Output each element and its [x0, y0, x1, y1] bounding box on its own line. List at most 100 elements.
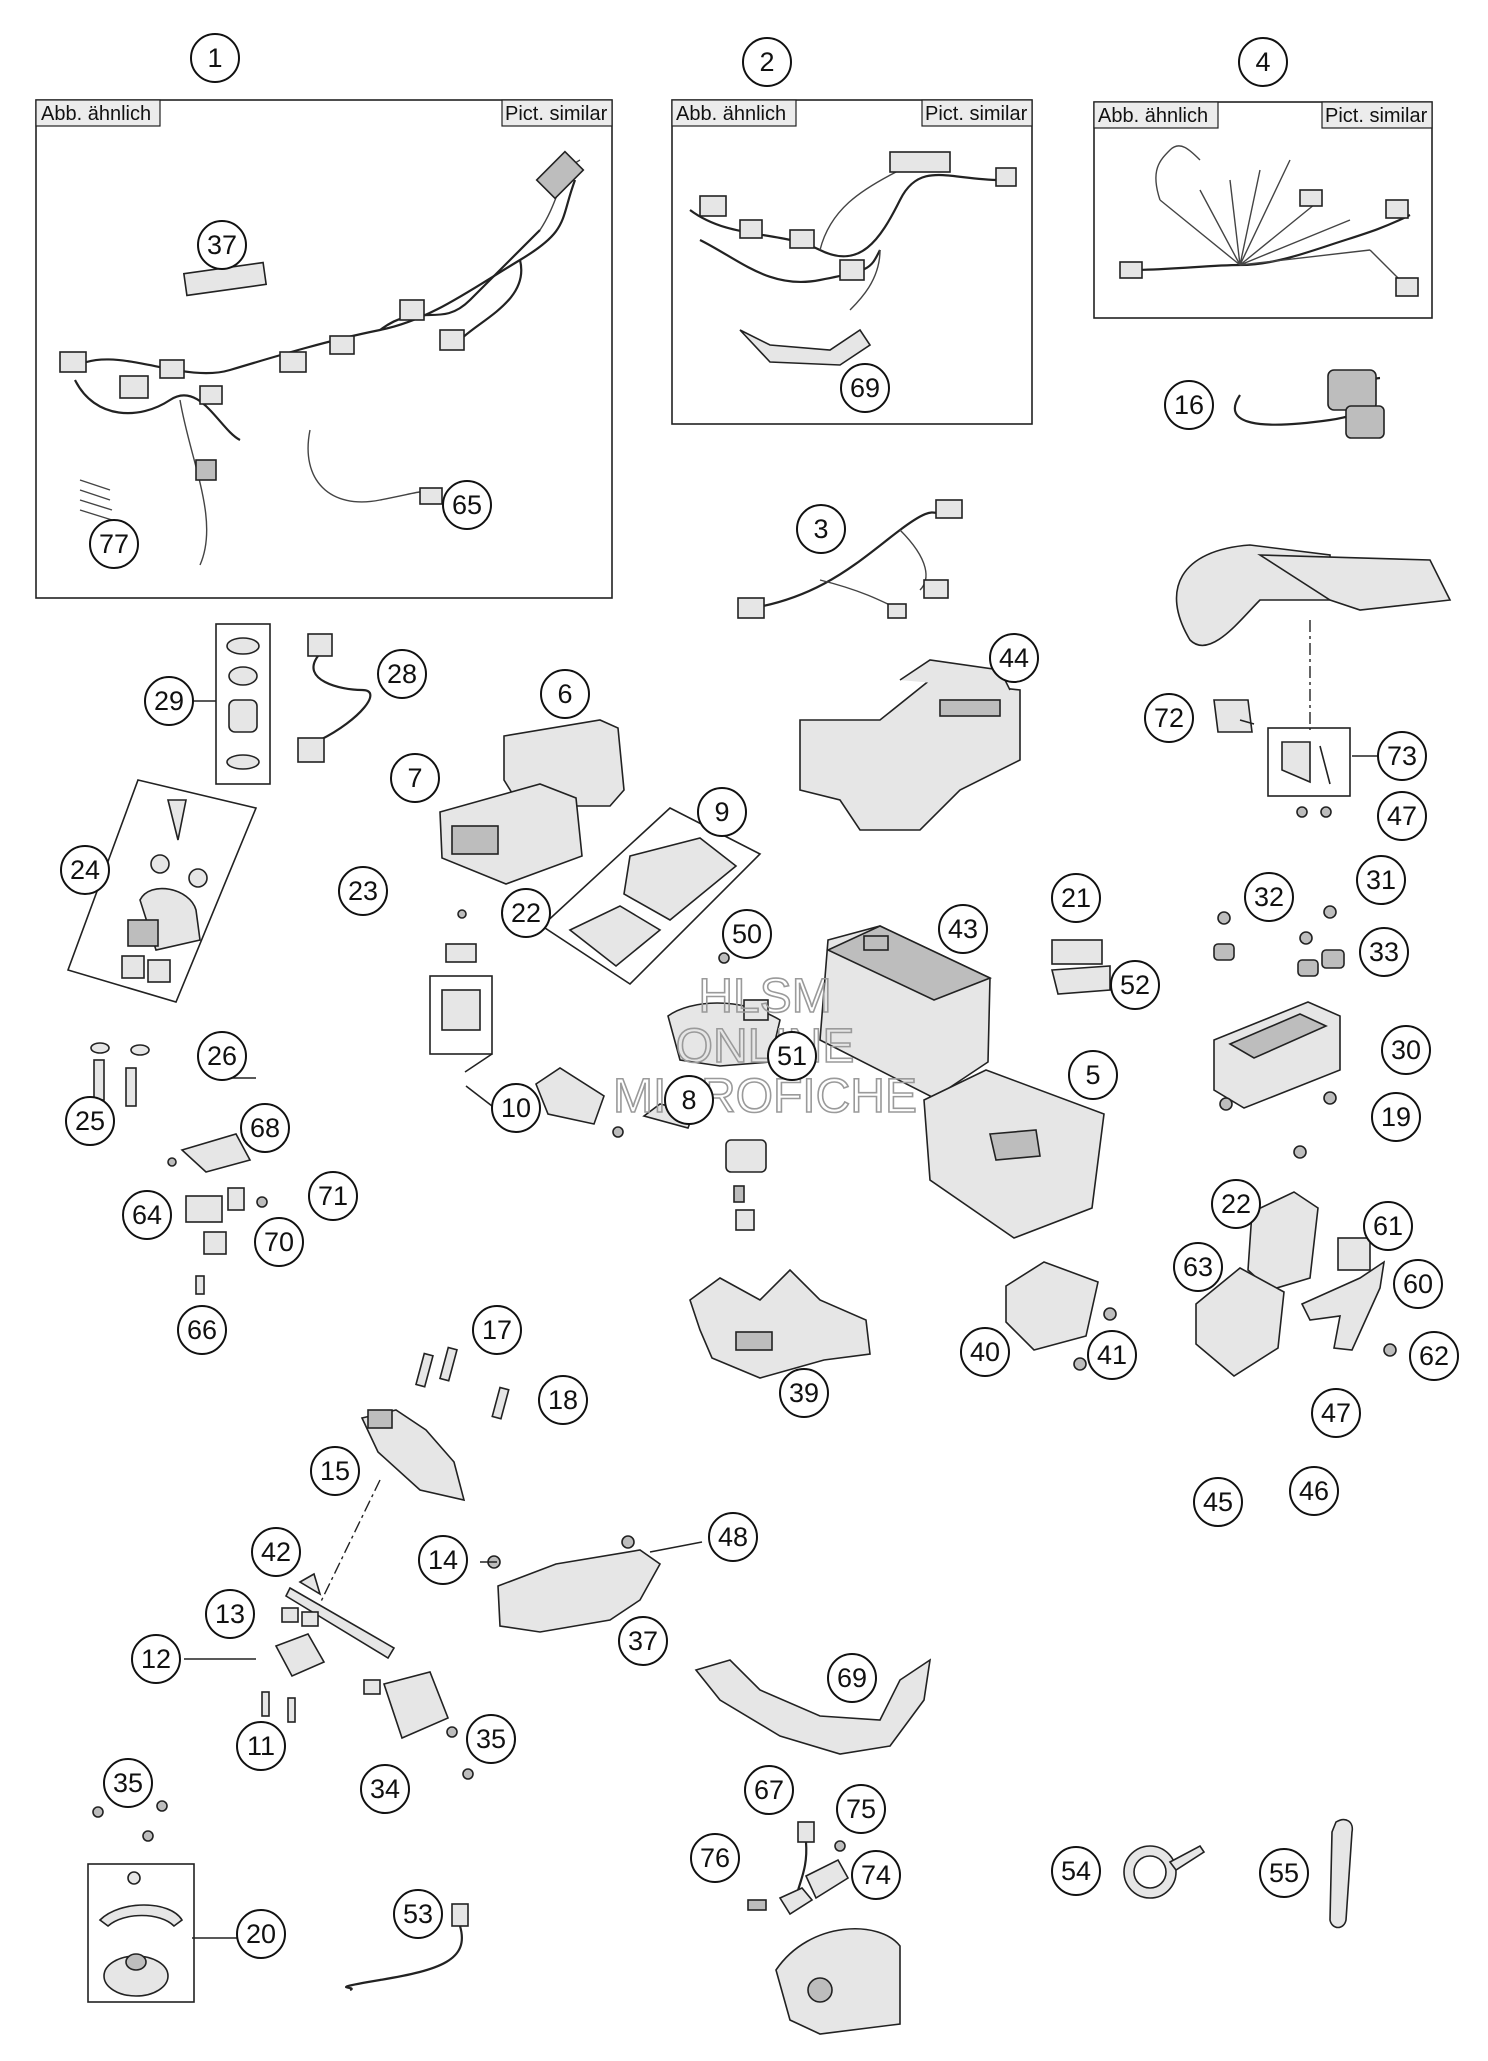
callout-10-label: 10 [501, 1093, 531, 1123]
callout-40: 40 [960, 1327, 1010, 1377]
callout-53-label: 53 [403, 1899, 433, 1929]
callout-60: 60 [1393, 1259, 1443, 1309]
callout-8-label: 8 [681, 1085, 696, 1115]
callout-55-label: 55 [1269, 1858, 1299, 1888]
callout-51-label: 51 [777, 1041, 807, 1071]
callout-64-left: 64 [122, 1190, 172, 1240]
callout-19: 19 [1371, 1092, 1421, 1142]
callout-18: 18 [538, 1375, 588, 1425]
callout-33-label: 33 [1369, 937, 1399, 967]
callout-62: 62 [1409, 1331, 1459, 1381]
panel4-label-de: Abb. ähnlich [1098, 105, 1208, 127]
panel2-label-en: Pict. similar [925, 103, 1028, 125]
part-20-horn [87, 1800, 195, 2003]
part-22-61-63-60-62-ecu-group [1195, 1191, 1397, 1377]
callout-43-label: 43 [948, 914, 978, 944]
panel2-label-de: Abb. ähnlich [676, 103, 786, 125]
callout-28: 28 [377, 649, 427, 699]
part-23-21-10-relay [429, 909, 624, 1138]
part-69-trim [694, 1658, 932, 1755]
callout-69-bottom: 69 [827, 1653, 877, 1703]
part-42-rod [284, 1572, 396, 1660]
part-53-cable [344, 1903, 469, 1992]
part-16-sensor-cable [1233, 369, 1385, 439]
callout-26: 26 [197, 1031, 247, 1081]
leader-lines [184, 700, 1378, 1939]
callout-34: 34 [360, 1764, 410, 1814]
callout-31: 31 [1356, 855, 1406, 905]
callout-67: 67 [744, 1765, 794, 1815]
callout-75: 75 [836, 1784, 886, 1834]
callout-32-label: 32 [1254, 882, 1284, 912]
callout-35-mid-label: 35 [476, 1724, 506, 1754]
panel1-label-en: Pict. similar [505, 103, 608, 125]
callout-70: 70 [254, 1217, 304, 1267]
callout-4-label: 4 [1255, 47, 1270, 77]
callout-37-top: 37 [197, 220, 247, 270]
callout-15-label: 15 [320, 1456, 350, 1486]
callout-45-label: 45 [1203, 1487, 1233, 1517]
panel-wiring-harness-4: Abb. ähnlich Pict. similar [1093, 101, 1433, 319]
callout-33: 33 [1359, 927, 1409, 977]
callout-9: 9 [697, 787, 747, 837]
part-15-bracket [311, 1409, 466, 1621]
callout-60-label: 60 [1403, 1269, 1433, 1299]
part-9-22-cover [540, 807, 762, 986]
callout-21-right-label: 21 [1061, 883, 1091, 913]
callout-2: 2 [742, 37, 792, 87]
part-30-ecu [1213, 905, 1345, 1159]
callout-22-mid: 22 [501, 888, 551, 938]
callout-21-right: 21 [1051, 873, 1101, 923]
callout-32: 32 [1244, 872, 1294, 922]
part-34-35-module [382, 1671, 474, 1780]
callout-68: 68 [240, 1103, 290, 1153]
callout-12: 12 [131, 1634, 181, 1684]
callout-39-label: 39 [789, 1378, 819, 1408]
callout-50-label: 50 [732, 919, 762, 949]
watermark-line-1: HLSM [698, 970, 831, 1023]
callout-52-label: 52 [1120, 970, 1150, 1000]
callout-40-label: 40 [970, 1337, 1000, 1367]
callout-1: 1 [190, 33, 240, 83]
callout-7-label: 7 [407, 763, 422, 793]
callout-23-label: 23 [348, 876, 378, 906]
part-28-cable [297, 633, 372, 763]
callout-35-bottom: 35 [103, 1758, 153, 1808]
part-6-7-ecu-covers [439, 719, 625, 885]
callout-16: 16 [1164, 380, 1214, 430]
callout-23: 23 [338, 866, 388, 916]
callout-14-label: 14 [428, 1545, 458, 1575]
callout-10: 10 [491, 1083, 541, 1133]
callout-48: 48 [708, 1512, 758, 1562]
callout-74: 74 [851, 1850, 901, 1900]
callout-24: 24 [60, 845, 110, 895]
callout-31-label: 31 [1366, 865, 1396, 895]
callout-54-label: 54 [1061, 1856, 1091, 1886]
callout-69-top: 69 [840, 363, 890, 413]
watermark-line-2: ONLINE [676, 1020, 855, 1073]
part-43-battery [819, 925, 993, 1099]
callout-72-label: 72 [1154, 703, 1184, 733]
callout-77: 77 [89, 519, 139, 569]
callout-63-label: 63 [1183, 1252, 1213, 1282]
callout-64-left-label: 64 [132, 1200, 162, 1230]
callout-65: 65 [442, 480, 492, 530]
callout-69-top-label: 69 [850, 373, 880, 403]
callout-65-label: 65 [452, 490, 482, 520]
callout-61-label: 61 [1373, 1211, 1403, 1241]
callout-62-label: 62 [1419, 1341, 1449, 1371]
callout-41-label: 41 [1097, 1340, 1127, 1370]
callout-71: 71 [308, 1171, 358, 1221]
callout-3-label: 3 [813, 514, 828, 544]
callout-61: 61 [1363, 1201, 1413, 1251]
part-3-sub-harness [737, 499, 963, 619]
panel4-label-en: Pict. similar [1325, 105, 1428, 127]
callout-46-label: 46 [1299, 1476, 1329, 1506]
part-44-battery-tray [799, 659, 1021, 831]
callout-37-top-label: 37 [207, 230, 237, 260]
callout-44-label: 44 [999, 643, 1029, 673]
panel-wiring-harness-2: Abb. ähnlich Pict. similar [671, 99, 1033, 425]
part-29-lock-set [215, 623, 271, 785]
callout-76: 76 [690, 1833, 740, 1883]
callout-37-bottom-label: 37 [628, 1626, 658, 1656]
